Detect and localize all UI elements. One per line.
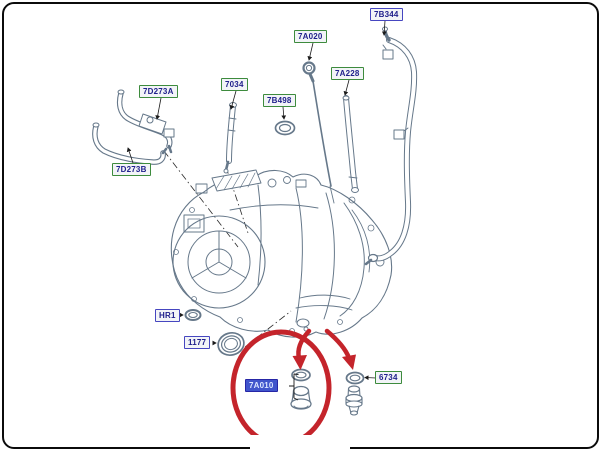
part-label-7A010-selected[interactable]: 7A010 [245,379,278,392]
breather-tube [223,102,237,174]
transaxle-case-drawing [170,169,393,338]
part-label-7B498[interactable]: 7B498 [263,94,296,107]
o-ring-HR1 [184,309,202,321]
part-label-7D273A[interactable]: 7D273A [139,85,178,98]
part-label-6734[interactable]: 6734 [375,371,402,384]
part-label-7A020[interactable]: 7A020 [294,30,327,43]
hose-assembly [364,26,418,266]
part-label-HR1[interactable]: HR1 [155,309,180,322]
drain-plug-and-washer [290,368,312,410]
fluid-level-indicator [302,61,332,187]
part-label-7034[interactable]: 7034 [221,78,248,91]
part-label-7D273B[interactable]: 7D273B [112,163,151,176]
part-label-7B344[interactable]: 7B344 [370,8,403,21]
highlight-arrow-right-head [342,354,356,370]
part-label-1177[interactable]: 1177 [184,336,211,349]
o-ring-7B498 [274,120,296,136]
highlight-arrow-left-head [292,355,307,370]
sensor-with-seal [345,371,365,416]
shaft-seal [217,332,245,356]
watermark-gap [250,435,350,450]
indicator-tube [342,95,359,193]
dash-dot-leaders [163,150,292,348]
oil-cooler-tube-assembly [92,89,175,165]
highlight-arrow-right [324,328,352,361]
part-label-7A228[interactable]: 7A228 [331,67,364,80]
label-leader-lines [126,20,387,401]
